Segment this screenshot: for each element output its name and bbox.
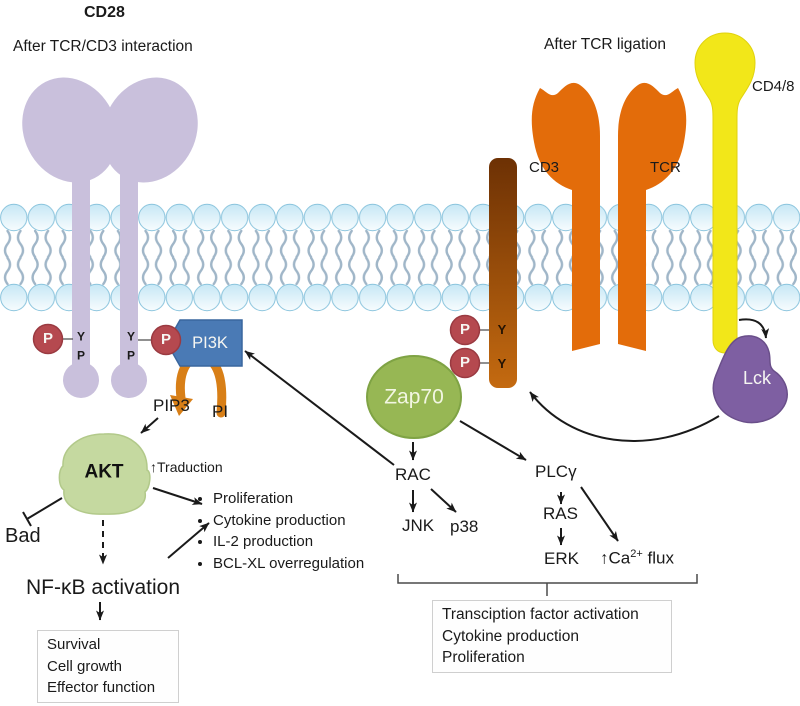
akt-outcome-list: Proliferation Cytokine production IL-2 p… — [196, 488, 364, 574]
ca-flux-label: ↑Ca2+ flux — [600, 548, 674, 568]
ca-flux-suffix: flux — [642, 548, 674, 568]
ca-flux-prefix: ↑Ca — [600, 548, 631, 568]
diagram-title: CD28 — [84, 4, 125, 21]
box-line: Survival — [47, 636, 101, 653]
p38-label: p38 — [450, 517, 479, 536]
phospho-p-label: P — [160, 330, 172, 348]
plcg-label: PLCγ — [535, 462, 577, 481]
tcr-outcome-box: Transciption factor activation Cytokine … — [432, 600, 672, 673]
arrow-rac-to-pi3k — [244, 350, 395, 466]
cd28-receptor — [22, 77, 198, 398]
signaling-arrows — [22, 318, 770, 621]
rac-label: RAC — [395, 465, 431, 484]
tyrosine-label: Y — [126, 329, 136, 344]
cd3-chain — [489, 158, 517, 388]
traduction-label: ↑Traduction — [150, 459, 223, 475]
pip3-label: PIP3 — [153, 396, 190, 415]
tyrosine-label: Y — [497, 321, 507, 337]
erk-label: ERK — [544, 549, 579, 568]
nfkb-label: NF-κB activation — [26, 576, 181, 599]
akt-shape — [58, 433, 151, 515]
outcome-bracket — [397, 574, 698, 596]
phospho-p-label: P — [42, 329, 54, 347]
cd48-label: CD4/8 — [752, 78, 795, 95]
left-caption: After TCR/CD3 interaction — [13, 38, 193, 55]
tcr-receptor — [531, 82, 687, 351]
arrow-akt-to-outcomes — [152, 487, 203, 505]
box-line: Cell growth — [47, 657, 123, 675]
arrow-cd48-to-lck — [738, 318, 770, 339]
zap70-shape — [366, 355, 462, 439]
list-item: Cytokine production — [213, 510, 364, 532]
akt-label: AKT — [84, 461, 124, 483]
box-line: Effector function — [47, 679, 156, 696]
phospho-p-label: P — [76, 348, 86, 363]
list-item: BCL-XL overregulation — [213, 553, 364, 575]
arrow-pip3-to-akt — [140, 417, 159, 434]
lck-kinase — [712, 335, 788, 424]
phospho-sites — [32, 314, 489, 379]
bad-label: Bad — [5, 525, 41, 547]
box-line: Proliferation — [442, 649, 525, 666]
tyrosine-label: Y — [76, 329, 86, 344]
jnk-label: JNK — [402, 516, 435, 535]
box-line: Cytokine production — [442, 627, 579, 645]
arrow-plcg-to-caflux — [580, 486, 619, 542]
arrow-rac-to-p38 — [430, 488, 457, 513]
tyrosine-label: Y — [497, 355, 507, 371]
right-caption: After TCR ligation — [544, 36, 667, 53]
cd3-label: CD3 — [529, 159, 560, 176]
tcr-label: TCR — [650, 159, 681, 176]
inhibit-bar — [22, 511, 32, 527]
list-item: Proliferation — [213, 488, 364, 510]
phospho-p-label: P — [459, 320, 471, 338]
zap70-label: Zap70 — [384, 385, 444, 409]
arrow-lck-to-cd3 — [529, 391, 720, 442]
box-line: Transciption factor activation — [442, 606, 639, 623]
ca-flux-sup: 2+ — [630, 548, 643, 560]
arrow-to-outcomes-2 — [167, 522, 210, 559]
pi-label: PI — [212, 402, 229, 421]
list-item: IL-2 production — [213, 531, 364, 553]
pi3k-label: PI3K — [192, 333, 228, 352]
phospho-p-label: P — [126, 348, 136, 363]
survival-outcome-box: Survival Cell growth Effector function — [37, 630, 179, 703]
lck-label: Lck — [742, 368, 772, 389]
inhibit-akt-to-bad — [26, 497, 63, 520]
phospho-p-label: P — [459, 353, 471, 371]
ras-label: RAS — [543, 504, 578, 523]
arrow-zap70-to-plcg — [459, 420, 527, 461]
